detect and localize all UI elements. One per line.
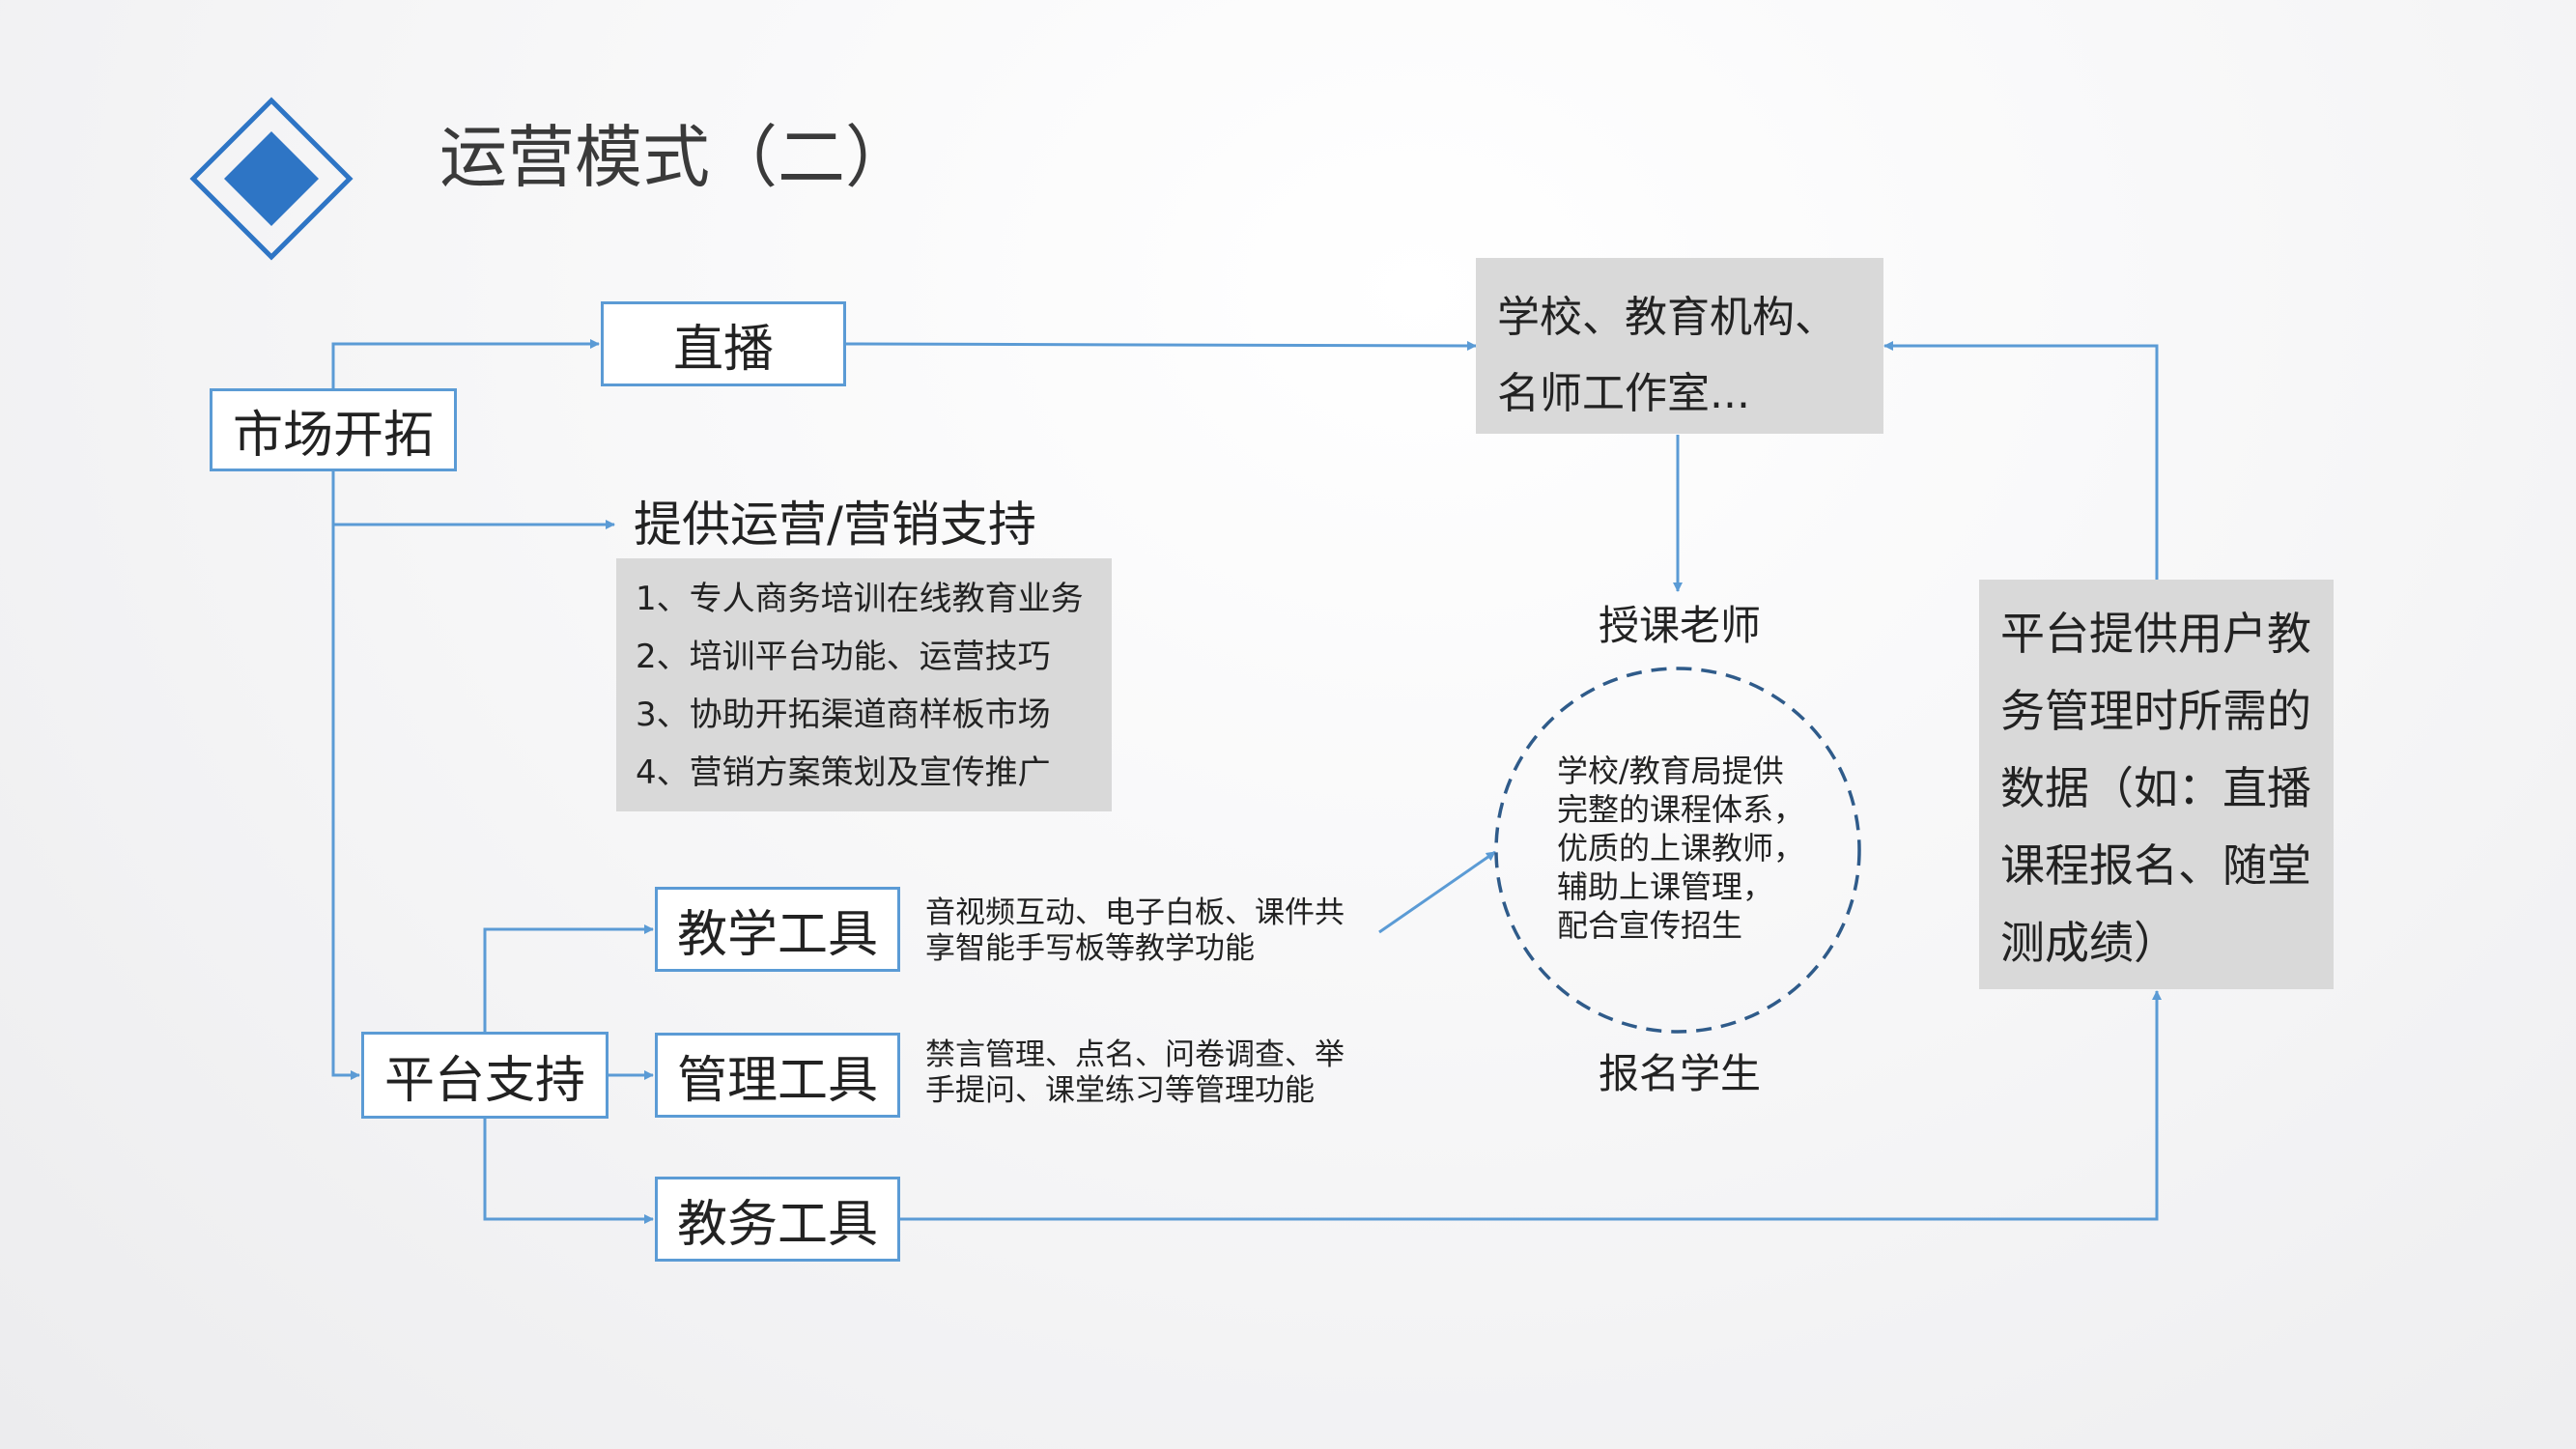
circle-line-1: 学校/教育局提供 — [1557, 753, 1784, 789]
arrow-platform-to-teach — [483, 924, 654, 1032]
arrow-data-to-schools — [1883, 341, 2159, 580]
data-panel-line-3: 数据（如：直播 — [2000, 762, 2311, 814]
circle-line-3: 优质的上课教师， — [1557, 830, 1805, 867]
ops-item-4: 4、营销方案策划及宣传推广 — [636, 753, 1051, 792]
academic-tools-box: 教务工具 — [655, 1177, 900, 1262]
arrow-market-to-platform — [331, 525, 360, 1080]
management-desc-line-2: 手提问、课堂练习等管理功能 — [925, 1073, 1315, 1108]
diamond-icon — [189, 97, 354, 261]
management-desc-line-1: 禁言管理、点名、问卷调查、举 — [925, 1037, 1345, 1072]
management-tools-desc: 禁言管理、点名、问卷调查、举 手提问、课堂练习等管理功能 — [925, 1037, 1345, 1109]
teaching-desc-line-1: 音视频互动、电子白板、课件共 — [925, 895, 1345, 930]
student-label: 报名学生 — [1599, 1050, 1762, 1097]
market-expansion-box: 市场开拓 — [210, 388, 457, 471]
arrow-market-to-ops — [331, 471, 615, 529]
platform-support-box: 平台支持 — [361, 1032, 609, 1119]
management-tools-box: 管理工具 — [655, 1033, 900, 1118]
circle-line-4: 辅助上课管理， — [1557, 868, 1774, 905]
teacher-label: 授课老师 — [1599, 602, 1762, 649]
teaching-tools-desc: 音视频互动、电子白板、课件共 享智能手写板等教学功能 — [925, 895, 1345, 967]
data-panel-line-1: 平台提供用户教 — [2000, 608, 2311, 660]
data-panel-line-5: 测成绩） — [2000, 917, 2178, 969]
ops-item-1: 1、专人商务培训在线教育业务 — [636, 580, 1084, 618]
circle-line-2: 完整的课程体系， — [1557, 791, 1805, 828]
arrow-platform-to-admin — [483, 1119, 654, 1224]
ops-support-panel: 1、专人商务培训在线教育业务 2、培训平台功能、运营技巧 3、协助开拓渠道商样板… — [616, 558, 1112, 811]
ops-item-3: 3、协助开拓渠道商样板市场 — [636, 696, 1051, 734]
schools-line-1: 学校、教育机构、 — [1497, 293, 1837, 342]
ops-item-2: 2、培训平台功能、运营技巧 — [636, 638, 1051, 676]
schools-line-2: 名师工作室... — [1497, 369, 1750, 418]
data-panel: 平台提供用户教 务管理时所需的 数据（如：直播 课程报名、随堂 测成绩） — [1979, 580, 2334, 989]
data-panel-line-4: 课程报名、随堂 — [2000, 839, 2311, 892]
arrow-market-to-live — [331, 339, 600, 388]
schools-panel: 学校、教育机构、 名师工作室... — [1476, 258, 1883, 434]
arrow-teach-to-circle — [1378, 850, 1496, 934]
page-title: 运营模式（二） — [439, 118, 913, 197]
circle-line-5: 配合宣传招生 — [1557, 907, 1743, 944]
arrow-live-to-schools — [845, 340, 1477, 351]
teaching-desc-line-2: 享智能手写板等教学功能 — [925, 931, 1255, 966]
teaching-tools-box: 教学工具 — [655, 887, 900, 972]
circle-description: 学校/教育局提供 完整的课程体系， 优质的上课教师， 辅助上课管理， 配合宣传招… — [1557, 752, 1804, 945]
data-panel-line-2: 务管理时所需的 — [2000, 685, 2311, 737]
live-broadcast-box: 直播 — [601, 301, 846, 386]
ops-support-heading: 提供运营/营销支持 — [634, 497, 1036, 553]
